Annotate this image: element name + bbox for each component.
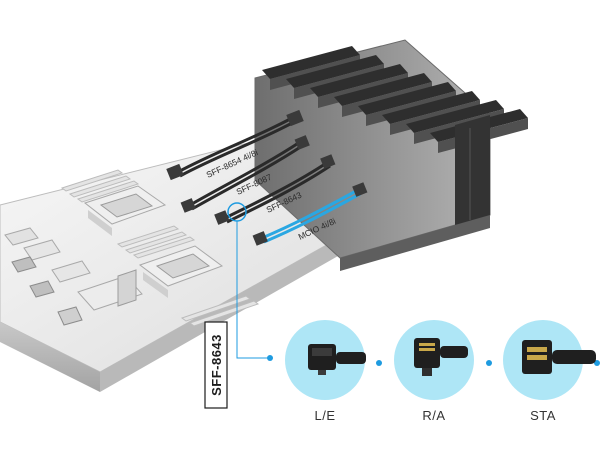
cable-sff-8643: [214, 154, 336, 225]
separator-dot: [486, 360, 492, 366]
cable-sff-8087: [180, 135, 310, 213]
straight-connector-icon: [522, 340, 596, 374]
chassis-front-panel: [455, 115, 490, 225]
variant-right-angle: [394, 320, 474, 400]
drive-sled: [286, 55, 384, 88]
variant-label-straight: STA: [530, 408, 556, 423]
callout-label-bar: SFF-8643: [204, 321, 228, 409]
callout-pointer: [227, 202, 273, 361]
variant-left-exit: [285, 320, 366, 400]
separator-dot: [594, 360, 600, 366]
left-exit-connector-icon: [308, 344, 366, 375]
io-modules: [4, 227, 143, 326]
drive-sled: [262, 46, 360, 79]
cable-sff-8654: [166, 109, 304, 181]
callout-label: SFF-8643: [209, 334, 224, 396]
cable-mcio: [252, 182, 368, 246]
drive-sled: [310, 64, 408, 97]
right-angle-connector-icon: [414, 338, 468, 376]
memory-slots: [60, 169, 260, 327]
drive-sled: [358, 82, 456, 115]
drive-sled: [382, 91, 480, 124]
variant-label-left-exit: L/E: [314, 408, 336, 423]
variant-label-right-angle: R/A: [422, 408, 446, 423]
cpu-socket-lower: [138, 245, 224, 298]
cpu-socket-upper: [83, 185, 167, 236]
drive-sled: [406, 100, 504, 133]
separator-dot: [376, 360, 382, 366]
variant-straight: [503, 320, 596, 400]
drive-sled: [334, 73, 432, 106]
